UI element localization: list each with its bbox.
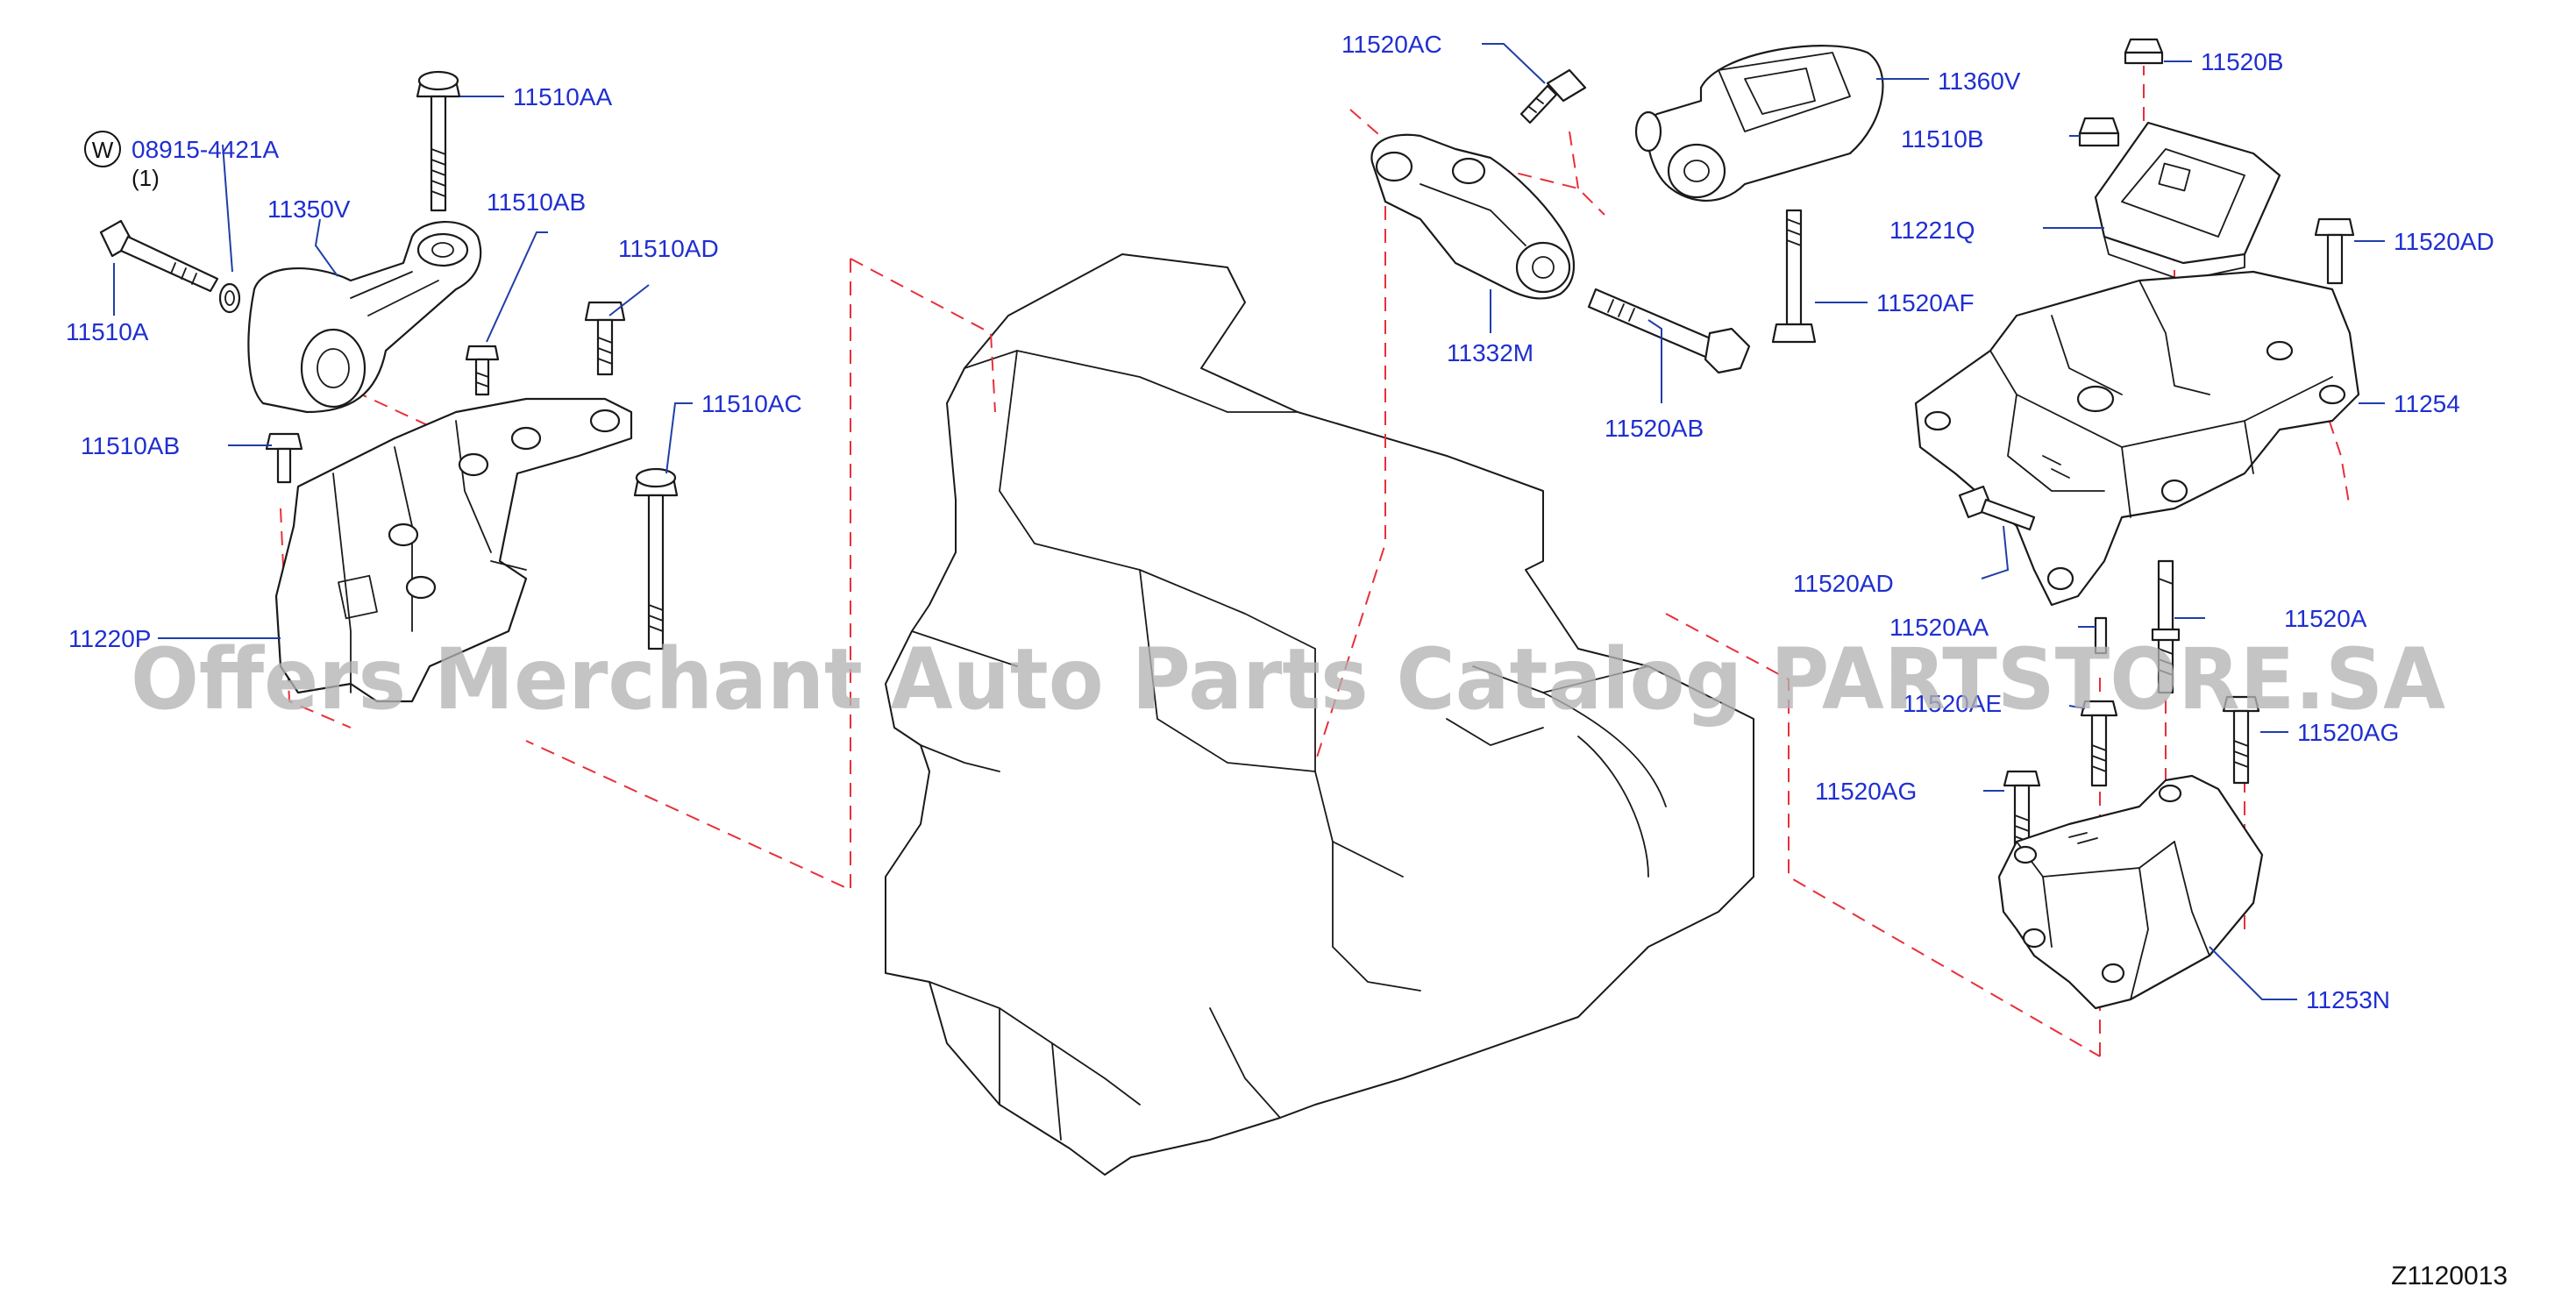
- label-11510AB-upper[interactable]: 11510AB: [487, 188, 586, 216]
- leader-lines: [113, 43, 2385, 1000]
- label-11510AA[interactable]: 11510AA: [513, 83, 612, 110]
- label-11520AD-upper[interactable]: 11520AD: [2394, 228, 2494, 255]
- label-11520AD-lower[interactable]: 11520AD: [1793, 570, 1894, 597]
- bolt-11510AA: [416, 70, 461, 212]
- bracket-11220P: [274, 397, 633, 703]
- stud-11520AA: [2094, 616, 2108, 655]
- label-11510AC[interactable]: 11510AC: [701, 390, 802, 417]
- mount-11350V: [247, 220, 482, 414]
- label-quantity: (1): [132, 165, 160, 191]
- label-11520AA[interactable]: 11520AA: [1889, 614, 1989, 641]
- bolt-11520AE: [2080, 700, 2118, 787]
- label-11221Q[interactable]: 11221Q: [1889, 217, 1975, 244]
- bolt-11520AF: [1771, 209, 1817, 344]
- bolt-11510AB-left: [265, 432, 303, 484]
- label-11254[interactable]: 11254: [2394, 390, 2460, 417]
- label-11360V[interactable]: 11360V: [1938, 68, 2021, 95]
- bolt-11520AD-lower: [1958, 485, 2036, 531]
- label-11520AG-right[interactable]: 11520AG: [2297, 719, 2399, 746]
- bracket-11253N: [1997, 774, 2264, 1010]
- subframe-11254: [1914, 270, 2360, 607]
- mount-11221Q: [2094, 121, 2281, 281]
- label-11332M[interactable]: 11332M: [1447, 339, 1534, 366]
- label-11520AB[interactable]: 11520AB: [1605, 415, 1704, 442]
- bolt-11520AC: [1519, 68, 1587, 124]
- label-11520B[interactable]: 11520B: [2201, 48, 2283, 75]
- bolt-11520AD-upper: [2314, 217, 2355, 285]
- bracket-11332M: [1370, 133, 1576, 300]
- part-labels: 08915-4421A (1) 11510AA 11350V 11510AB 1…: [66, 31, 2494, 1013]
- engine-block-outline: [885, 253, 1754, 1176]
- label-11220P[interactable]: 11220P: [68, 625, 151, 652]
- label-11520AF[interactable]: 11520AF: [1876, 289, 1975, 316]
- bolt-11510AC: [633, 467, 679, 650]
- label-08915-4421A[interactable]: 08915-4421A: [132, 136, 279, 163]
- washer-badge-letter: W: [92, 137, 114, 163]
- bolt-11520AB: [1587, 288, 1751, 374]
- label-11350V[interactable]: 11350V: [267, 196, 351, 223]
- bolt-11510AB-upper: [465, 345, 500, 396]
- label-11520A[interactable]: 11520A: [2284, 605, 2367, 632]
- label-11510AD[interactable]: 11510AD: [618, 235, 719, 262]
- label-11520AE[interactable]: 11520AE: [1903, 690, 2002, 717]
- nut-11520B: [2124, 38, 2164, 65]
- nut-11510B: [2078, 117, 2120, 147]
- label-11510A[interactable]: 11510A: [66, 318, 149, 345]
- bolt-11510A: [99, 219, 241, 314]
- label-11520AC[interactable]: 11520AC: [1341, 31, 1442, 58]
- label-11520AG-left[interactable]: 11520AG: [1815, 778, 1917, 805]
- bolt-11510AD: [584, 301, 626, 376]
- stud-11520A: [2151, 559, 2181, 694]
- washer-badge-w: W: [84, 131, 121, 167]
- watermark-text: Offers Merchant Auto Parts Catalog PARTS…: [131, 630, 2445, 729]
- diagram-code: Z1120013: [2391, 1262, 2508, 1290]
- bolt-11520AG-right: [2222, 695, 2260, 785]
- label-11510AB-left[interactable]: 11510AB: [81, 432, 180, 459]
- label-11510B[interactable]: 11510B: [1901, 125, 1983, 153]
- mount-11360V: [1634, 45, 1884, 203]
- label-11253N[interactable]: 11253N: [2306, 986, 2390, 1013]
